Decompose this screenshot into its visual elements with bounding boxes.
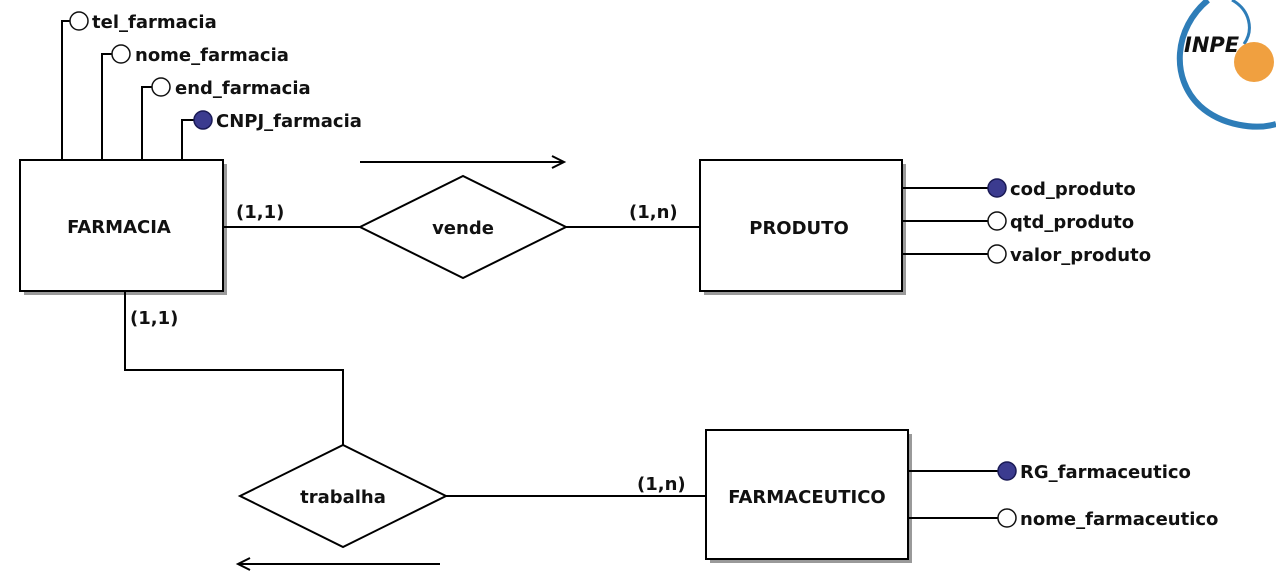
attr-valor-produto: valor_produto — [1010, 245, 1151, 266]
attr-nome-farmacia-icon — [111, 44, 131, 64]
inpe-logo: INPE — [1176, 0, 1276, 130]
attr-cnpj-farmacia: CNPJ_farmacia — [216, 111, 362, 132]
farmaceutico-attributes: RG_farmaceutico nome_farmaceutico — [908, 461, 1218, 530]
card-farmaceutico-trabalha: (1,n) — [637, 474, 686, 495]
relationship-vende-label: vende — [432, 218, 494, 239]
entity-farmaceutico: FARMACEUTICO — [705, 429, 912, 563]
attr-cnpj-farmacia-key-icon — [193, 110, 213, 130]
attr-nome-farmaceutico-icon — [997, 508, 1017, 528]
attr-cod-produto-key-icon — [987, 178, 1007, 198]
attr-cod-produto: cod_produto — [1010, 179, 1136, 200]
attr-qtd-produto: qtd_produto — [1010, 212, 1134, 233]
arrow-left-icon — [235, 557, 440, 571]
entity-farmacia: FARMACIA — [19, 159, 227, 295]
relationship-trabalha: trabalha — [237, 443, 449, 549]
logo-dot-icon — [1234, 42, 1274, 82]
relationship-trabalha-label: trabalha — [300, 487, 386, 508]
attr-rg-farmaceutico-key-icon — [997, 461, 1017, 481]
entity-farmaceutico-label: FARMACEUTICO — [728, 487, 885, 508]
card-produto-vende: (1,n) — [629, 202, 678, 223]
card-farmacia-vende: (1,1) — [236, 202, 284, 223]
farmacia-attributes: tel_farmacia nome_farmacia end_farmacia … — [61, 11, 362, 160]
attr-end-farmacia: end_farmacia — [175, 78, 311, 99]
arrow-right-icon — [360, 155, 567, 169]
entity-produto-label: PRODUTO — [749, 218, 849, 239]
attr-tel-farmacia-icon — [69, 11, 89, 31]
produto-attributes: cod_produto qtd_produto valor_produto — [902, 178, 1151, 266]
relationship-vende: vende — [357, 174, 569, 280]
attr-nome-farmacia: nome_farmacia — [135, 45, 289, 66]
logo-text: INPE — [1184, 33, 1240, 57]
entity-farmacia-label: FARMACIA — [67, 217, 171, 238]
attr-valor-produto-icon — [987, 244, 1007, 264]
entity-produto: PRODUTO — [699, 159, 906, 295]
attr-tel-farmacia: tel_farmacia — [92, 12, 217, 33]
attr-rg-farmaceutico: RG_farmaceutico — [1020, 462, 1191, 483]
attr-end-farmacia-icon — [151, 77, 171, 97]
card-farmacia-trabalha: (1,1) — [130, 308, 178, 329]
attr-qtd-produto-icon — [987, 211, 1007, 231]
attr-nome-farmaceutico: nome_farmaceutico — [1020, 509, 1218, 530]
